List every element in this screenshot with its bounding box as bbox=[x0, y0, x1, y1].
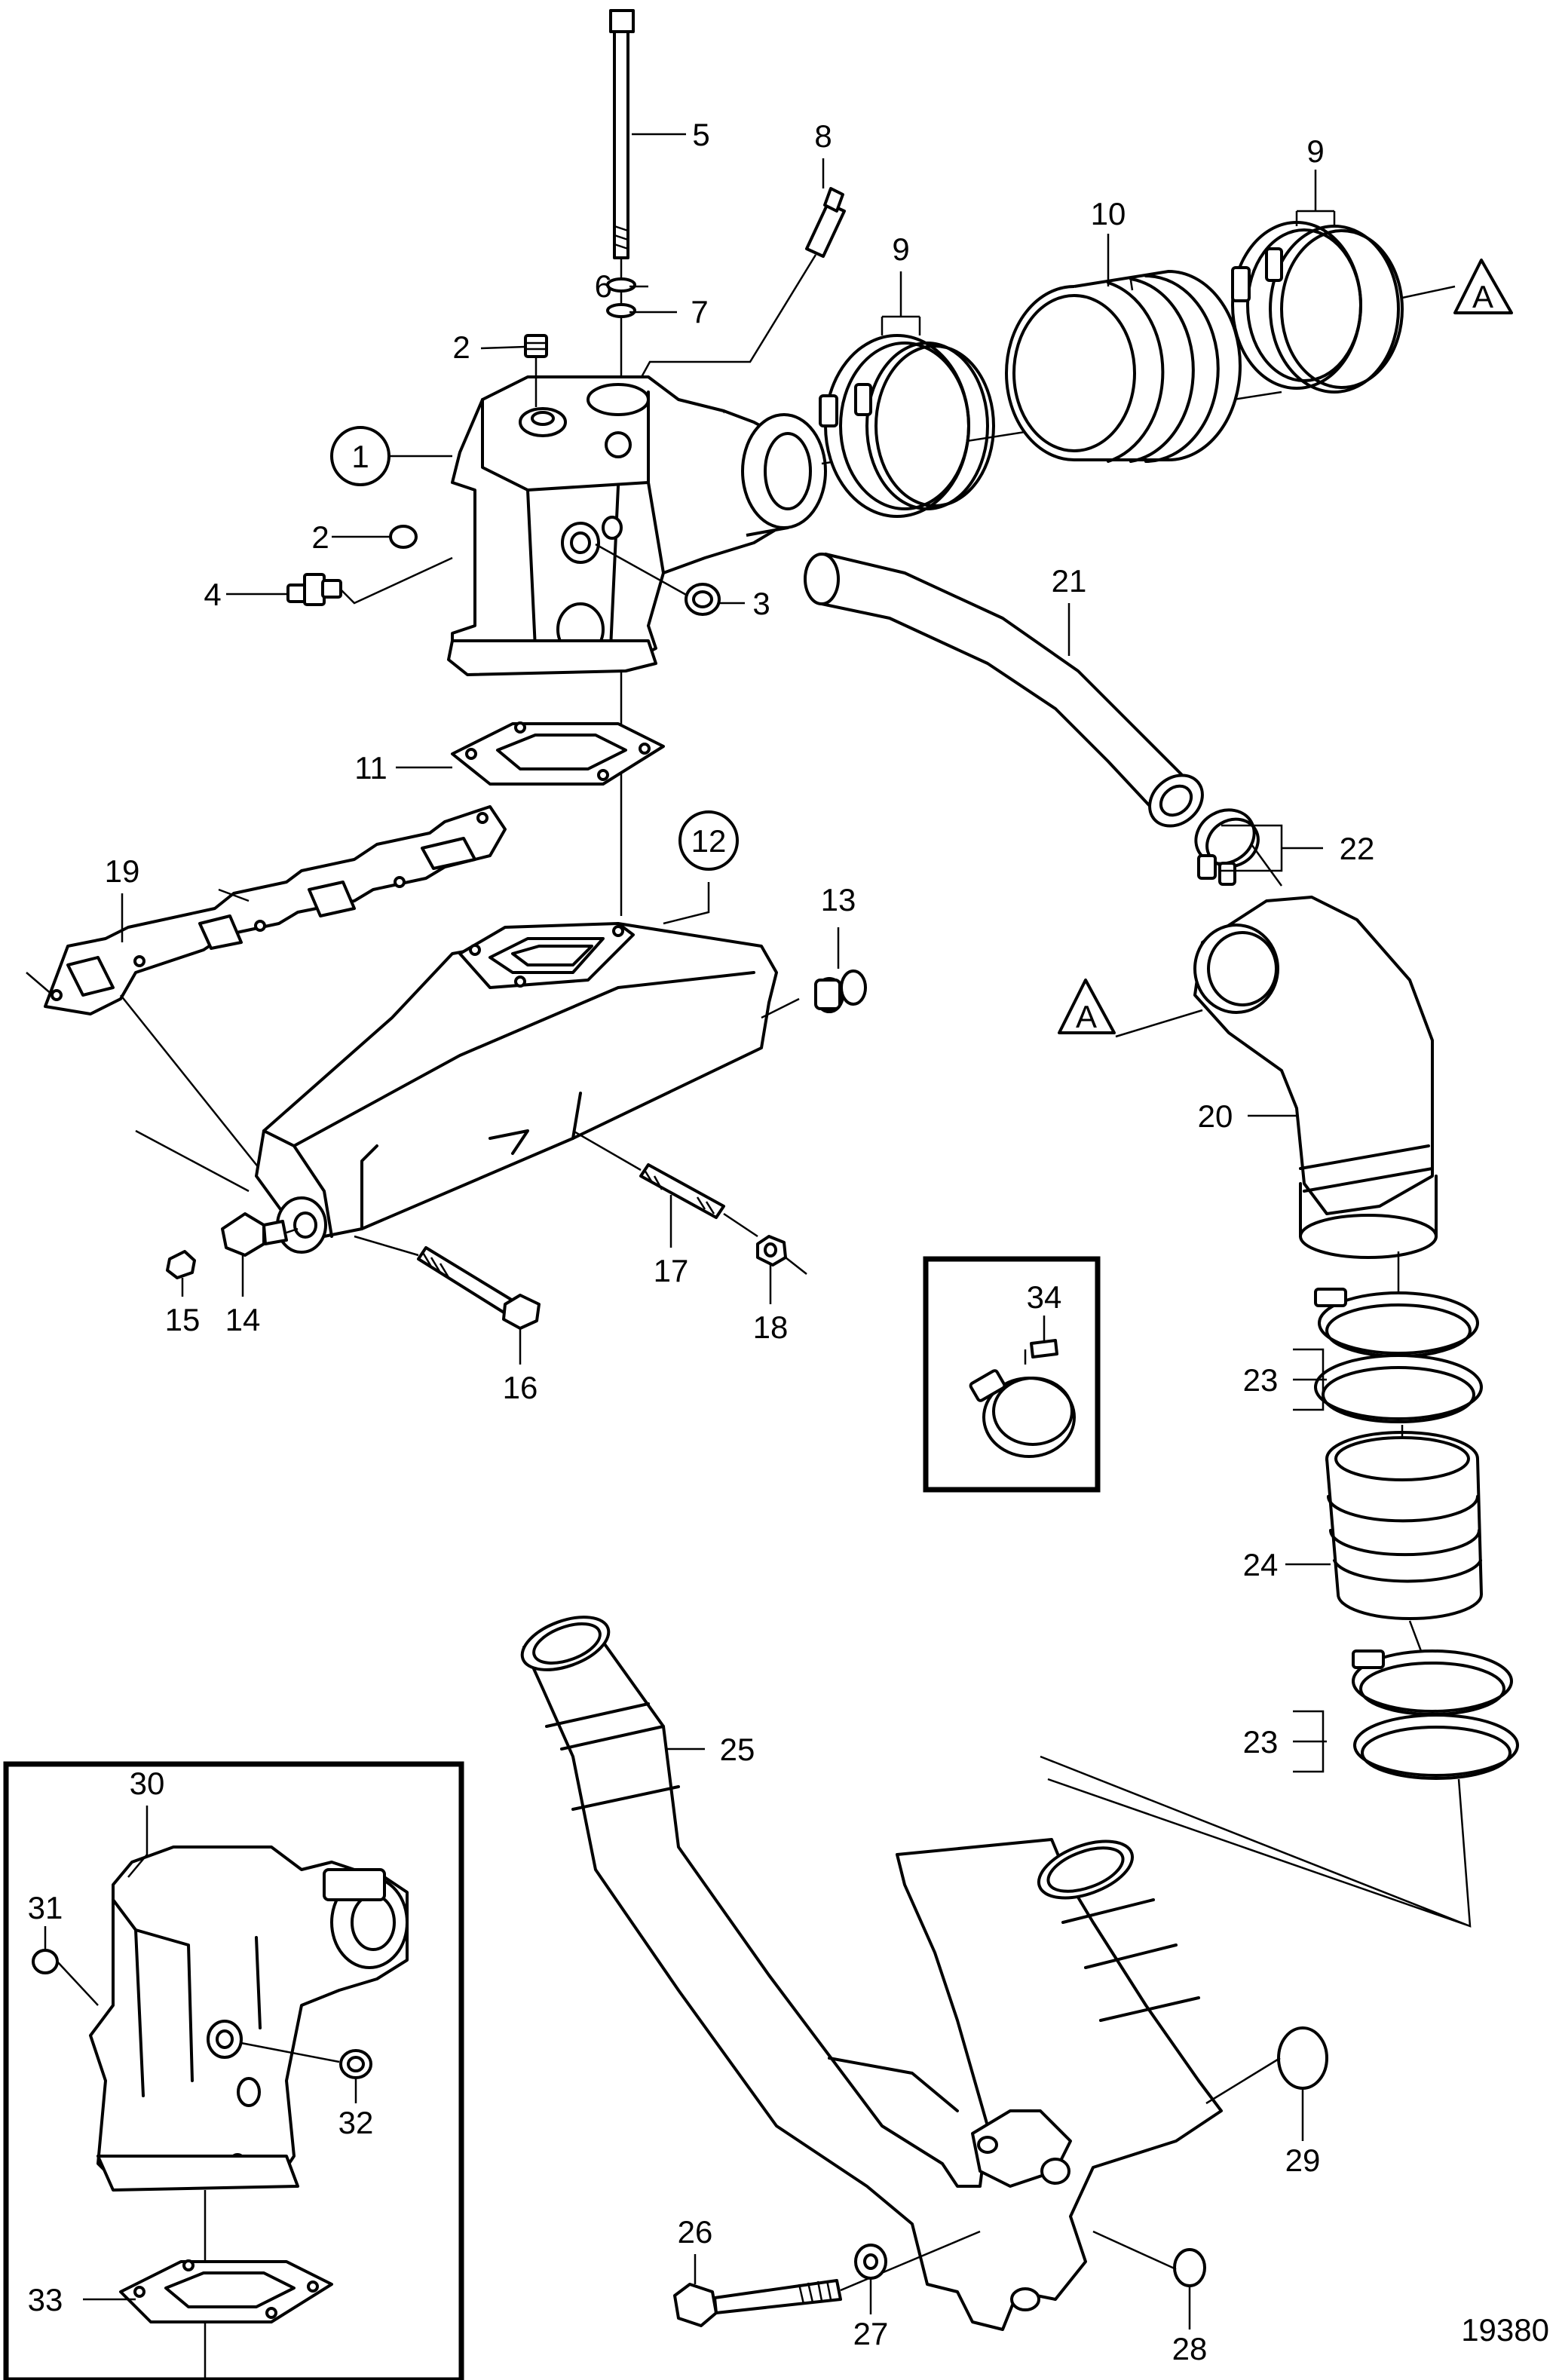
part-5-bolt bbox=[609, 9, 635, 259]
callout-20: 20 bbox=[1198, 1098, 1233, 1134]
part-27-washer bbox=[854, 2244, 887, 2280]
part-9-hose-clamp-right bbox=[1231, 221, 1404, 394]
callout-10: 10 bbox=[1091, 196, 1126, 231]
callout-5: 5 bbox=[692, 117, 709, 152]
part-15-plug bbox=[166, 1250, 196, 1279]
callout-11: 11 bbox=[354, 750, 387, 786]
part-2-plug-top bbox=[524, 334, 548, 358]
part-21-hose bbox=[804, 553, 1204, 828]
part-25-y-pipe bbox=[520, 1616, 1223, 2331]
callout-26: 26 bbox=[678, 2214, 713, 2250]
part-29-o-ring bbox=[1277, 2026, 1328, 2090]
part-16-bolt bbox=[417, 1246, 541, 1330]
callout-16: 16 bbox=[503, 1370, 538, 1405]
part-7-washer bbox=[606, 303, 636, 318]
callout-23-upper: 23 bbox=[1243, 1362, 1279, 1398]
part-32-plug bbox=[339, 2049, 372, 2079]
part-18-nut bbox=[756, 1235, 787, 1267]
part-31-plug bbox=[32, 1949, 59, 1974]
callout-circle-12 bbox=[678, 810, 739, 871]
callout-2-side: 2 bbox=[311, 519, 329, 555]
callout-4: 4 bbox=[204, 577, 221, 612]
callout-13: 13 bbox=[821, 882, 856, 917]
figure-id: 19380 bbox=[1461, 2312, 1549, 2348]
callout-circle-1 bbox=[330, 426, 391, 486]
part-13-fitting bbox=[814, 969, 867, 1013]
part-10-sleeve bbox=[1005, 270, 1242, 463]
callout-29: 29 bbox=[1285, 2143, 1321, 2178]
part-9-hose-clamp-left bbox=[819, 334, 995, 518]
part-8-sensor bbox=[805, 187, 846, 258]
part-34-clamp-kit bbox=[969, 1339, 1076, 1458]
callout-6: 6 bbox=[595, 268, 612, 304]
part-2-plug-side bbox=[389, 525, 418, 549]
part-23-clamp-upper bbox=[1314, 1288, 1483, 1423]
callout-24: 24 bbox=[1243, 1547, 1279, 1582]
callout-21: 21 bbox=[1052, 563, 1087, 599]
callout-32: 32 bbox=[338, 2105, 374, 2140]
inset-box-alt-riser bbox=[3, 1761, 464, 2380]
callout-30: 30 bbox=[130, 1766, 165, 1801]
part-26-bolt bbox=[673, 2279, 842, 2327]
callout-18: 18 bbox=[753, 1309, 789, 1345]
part-19-manifold-gasket bbox=[44, 805, 507, 1015]
callout-27: 27 bbox=[853, 2316, 889, 2351]
callout-7: 7 bbox=[691, 294, 708, 329]
part-33-gasket bbox=[119, 2259, 333, 2323]
callout-3: 3 bbox=[752, 586, 770, 621]
part-11-gasket bbox=[451, 721, 665, 786]
part-4-fitting bbox=[286, 573, 342, 606]
reference-mark-a-top-label: A bbox=[1472, 279, 1493, 314]
callout-17: 17 bbox=[654, 1253, 689, 1288]
callout-22: 22 bbox=[1340, 831, 1375, 866]
reference-mark-a-mid-label: A bbox=[1076, 999, 1097, 1034]
part-20-elbow bbox=[1193, 896, 1438, 1259]
callout-23-lower: 23 bbox=[1243, 1724, 1279, 1760]
callout-9-left: 9 bbox=[892, 231, 909, 267]
reference-mark-a-mid bbox=[1058, 979, 1116, 1034]
callout-8: 8 bbox=[814, 118, 832, 154]
part-22-clamp bbox=[1194, 808, 1260, 886]
callout-12: 12 bbox=[691, 823, 727, 859]
callout-2-top: 2 bbox=[452, 329, 470, 365]
callout-34: 34 bbox=[1027, 1279, 1062, 1315]
callout-33: 33 bbox=[28, 2282, 63, 2317]
callout-14: 14 bbox=[225, 1302, 261, 1337]
callout-15: 15 bbox=[165, 1302, 201, 1337]
part-23-clamp-lower bbox=[1352, 1649, 1519, 1780]
inset-box-clamp-kit bbox=[923, 1256, 1101, 1493]
callout-19: 19 bbox=[105, 853, 140, 889]
part-6-washer bbox=[606, 277, 636, 293]
callout-9-right: 9 bbox=[1306, 133, 1324, 169]
callout-1: 1 bbox=[351, 439, 369, 474]
callout-31: 31 bbox=[28, 1890, 63, 1925]
part-14-plug bbox=[221, 1212, 288, 1257]
callout-25: 25 bbox=[720, 1732, 755, 1767]
part-1-exhaust-riser bbox=[447, 375, 827, 676]
part-28-o-ring bbox=[1173, 2248, 1206, 2287]
part-3-plug bbox=[685, 583, 721, 616]
part-17-stud bbox=[639, 1163, 725, 1219]
part-30-exhaust-riser bbox=[89, 1845, 409, 2192]
reference-mark-a-top bbox=[1453, 259, 1513, 314]
callout-28: 28 bbox=[1172, 2331, 1208, 2366]
part-24-sleeve bbox=[1325, 1431, 1483, 1620]
